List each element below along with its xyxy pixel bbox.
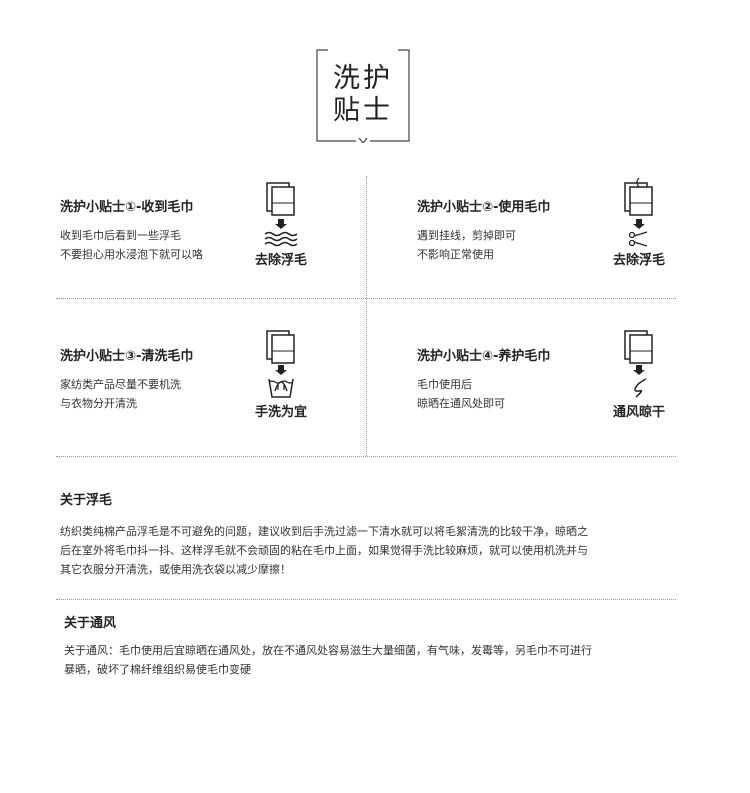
tip-card-3: 洗护小贴士③-清洗毛巾 家纺类产品尽量不要机洗 与衣物分开清洗 bbox=[60, 349, 360, 413]
grid-vertical-divider bbox=[366, 176, 367, 456]
section-title: 关于浮毛 bbox=[60, 493, 113, 508]
tip-title: 洗护小贴士③-清洗毛巾 bbox=[60, 349, 194, 364]
tip-line: 毛巾使用后 bbox=[417, 378, 472, 391]
tip-line: 遇到挂线，剪掉即可 bbox=[417, 229, 516, 242]
tip-line: 家纺类产品尽量不要机洗 bbox=[60, 378, 181, 391]
header-frame bbox=[316, 49, 410, 143]
tip-icon-label: 通风晾干 bbox=[612, 405, 665, 420]
towel-handwash-icon bbox=[266, 330, 295, 398]
section-body: 纺织类纯棉产品浮毛是不可避免的问题，建议收到后手洗过滤一下清水就可以将毛絮清洗的… bbox=[60, 522, 680, 579]
tip-title: 洗护小贴士②-使用毛巾 bbox=[417, 200, 551, 215]
towel-airflow-icon bbox=[624, 330, 653, 398]
tip-description: 毛巾使用后 晾晒在通风处即可 bbox=[417, 375, 717, 413]
tip-icon-label: 去除浮毛 bbox=[612, 253, 665, 268]
tip-description: 收到毛巾后看到一些浮毛 不要担心用水浸泡下就可以咯 bbox=[60, 226, 360, 264]
section-line: 关于通风：毛巾使用后宜晾晒在通风处，放在不通风处容易滋生大量细菌，有气味，发霉等… bbox=[64, 644, 592, 657]
tip-icon-group-2: 去除浮毛 bbox=[604, 177, 674, 268]
section-line: 暴晒，破坏了棉纤维组织易使毛巾变硬 bbox=[64, 663, 251, 676]
section-divider bbox=[56, 599, 676, 600]
header-title-line-2: 贴士 bbox=[333, 95, 393, 126]
tip-card-2: 洗护小贴士②-使用毛巾 遇到挂线，剪掉即可 不影响正常使用 bbox=[417, 200, 717, 264]
tip-line: 晾晒在通风处即可 bbox=[417, 397, 505, 410]
tip-icon-group-4: 通风晾干 bbox=[604, 329, 674, 420]
care-tips-header: 洗护 贴士 bbox=[316, 49, 410, 143]
tip-title: 洗护小贴士①-收到毛巾 bbox=[60, 200, 194, 215]
section-line: 后在室外将毛巾抖一抖、这样浮毛就不会顽固的粘在毛巾上面，如果觉得手洗比较麻烦，就… bbox=[60, 544, 588, 557]
tip-icon-group-3: 手洗为宜 bbox=[246, 329, 316, 420]
tip-card-4: 洗护小贴士④-养护毛巾 毛巾使用后 晾晒在通风处即可 bbox=[417, 349, 717, 413]
tip-description: 家纺类产品尽量不要机洗 与衣物分开清洗 bbox=[60, 375, 360, 413]
tip-title: 洗护小贴士④-养护毛巾 bbox=[417, 349, 551, 364]
header-title-line-1: 洗护 bbox=[333, 63, 393, 94]
tip-icon-label: 去除浮毛 bbox=[254, 253, 307, 268]
tip-line: 不要担心用水浸泡下就可以咯 bbox=[60, 248, 203, 261]
section-body: 关于通风：毛巾使用后宜晾晒在通风处，放在不通风处容易滋生大量细菌，有气味，发霉等… bbox=[64, 641, 684, 679]
tip-line: 与衣物分开清洗 bbox=[60, 397, 137, 410]
tip-description: 遇到挂线，剪掉即可 不影响正常使用 bbox=[417, 226, 717, 264]
grid-horizontal-divider-1 bbox=[56, 298, 676, 299]
tip-line: 收到毛巾后看到一些浮毛 bbox=[60, 229, 181, 242]
tip-line: 不影响正常使用 bbox=[417, 248, 494, 261]
towel-scissors-icon bbox=[624, 177, 653, 247]
tip-card-1: 洗护小贴士①-收到毛巾 收到毛巾后看到一些浮毛 不要担心用水浸泡下就可以咯 bbox=[60, 200, 360, 264]
section-line: 纺织类纯棉产品浮毛是不可避免的问题，建议收到后手洗过滤一下清水就可以将毛絮清洗的… bbox=[60, 525, 588, 538]
about-lint-section: 关于浮毛 纺织类纯棉产品浮毛是不可避免的问题，建议收到后手洗过滤一下清水就可以将… bbox=[60, 493, 680, 579]
tip-icon-group-1: 去除浮毛 bbox=[246, 181, 316, 268]
towel-water-icon bbox=[264, 182, 298, 247]
tip-icon-label: 手洗为宜 bbox=[254, 405, 307, 420]
section-title: 关于通风 bbox=[64, 616, 117, 631]
section-line: 其它衣服分开清洗，或使用洗衣袋以减少摩擦！ bbox=[60, 563, 291, 576]
grid-horizontal-divider-2 bbox=[56, 456, 676, 457]
about-ventilation-section: 关于通风 关于通风：毛巾使用后宜晾晒在通风处，放在不通风处容易滋生大量细菌，有气… bbox=[64, 616, 684, 679]
